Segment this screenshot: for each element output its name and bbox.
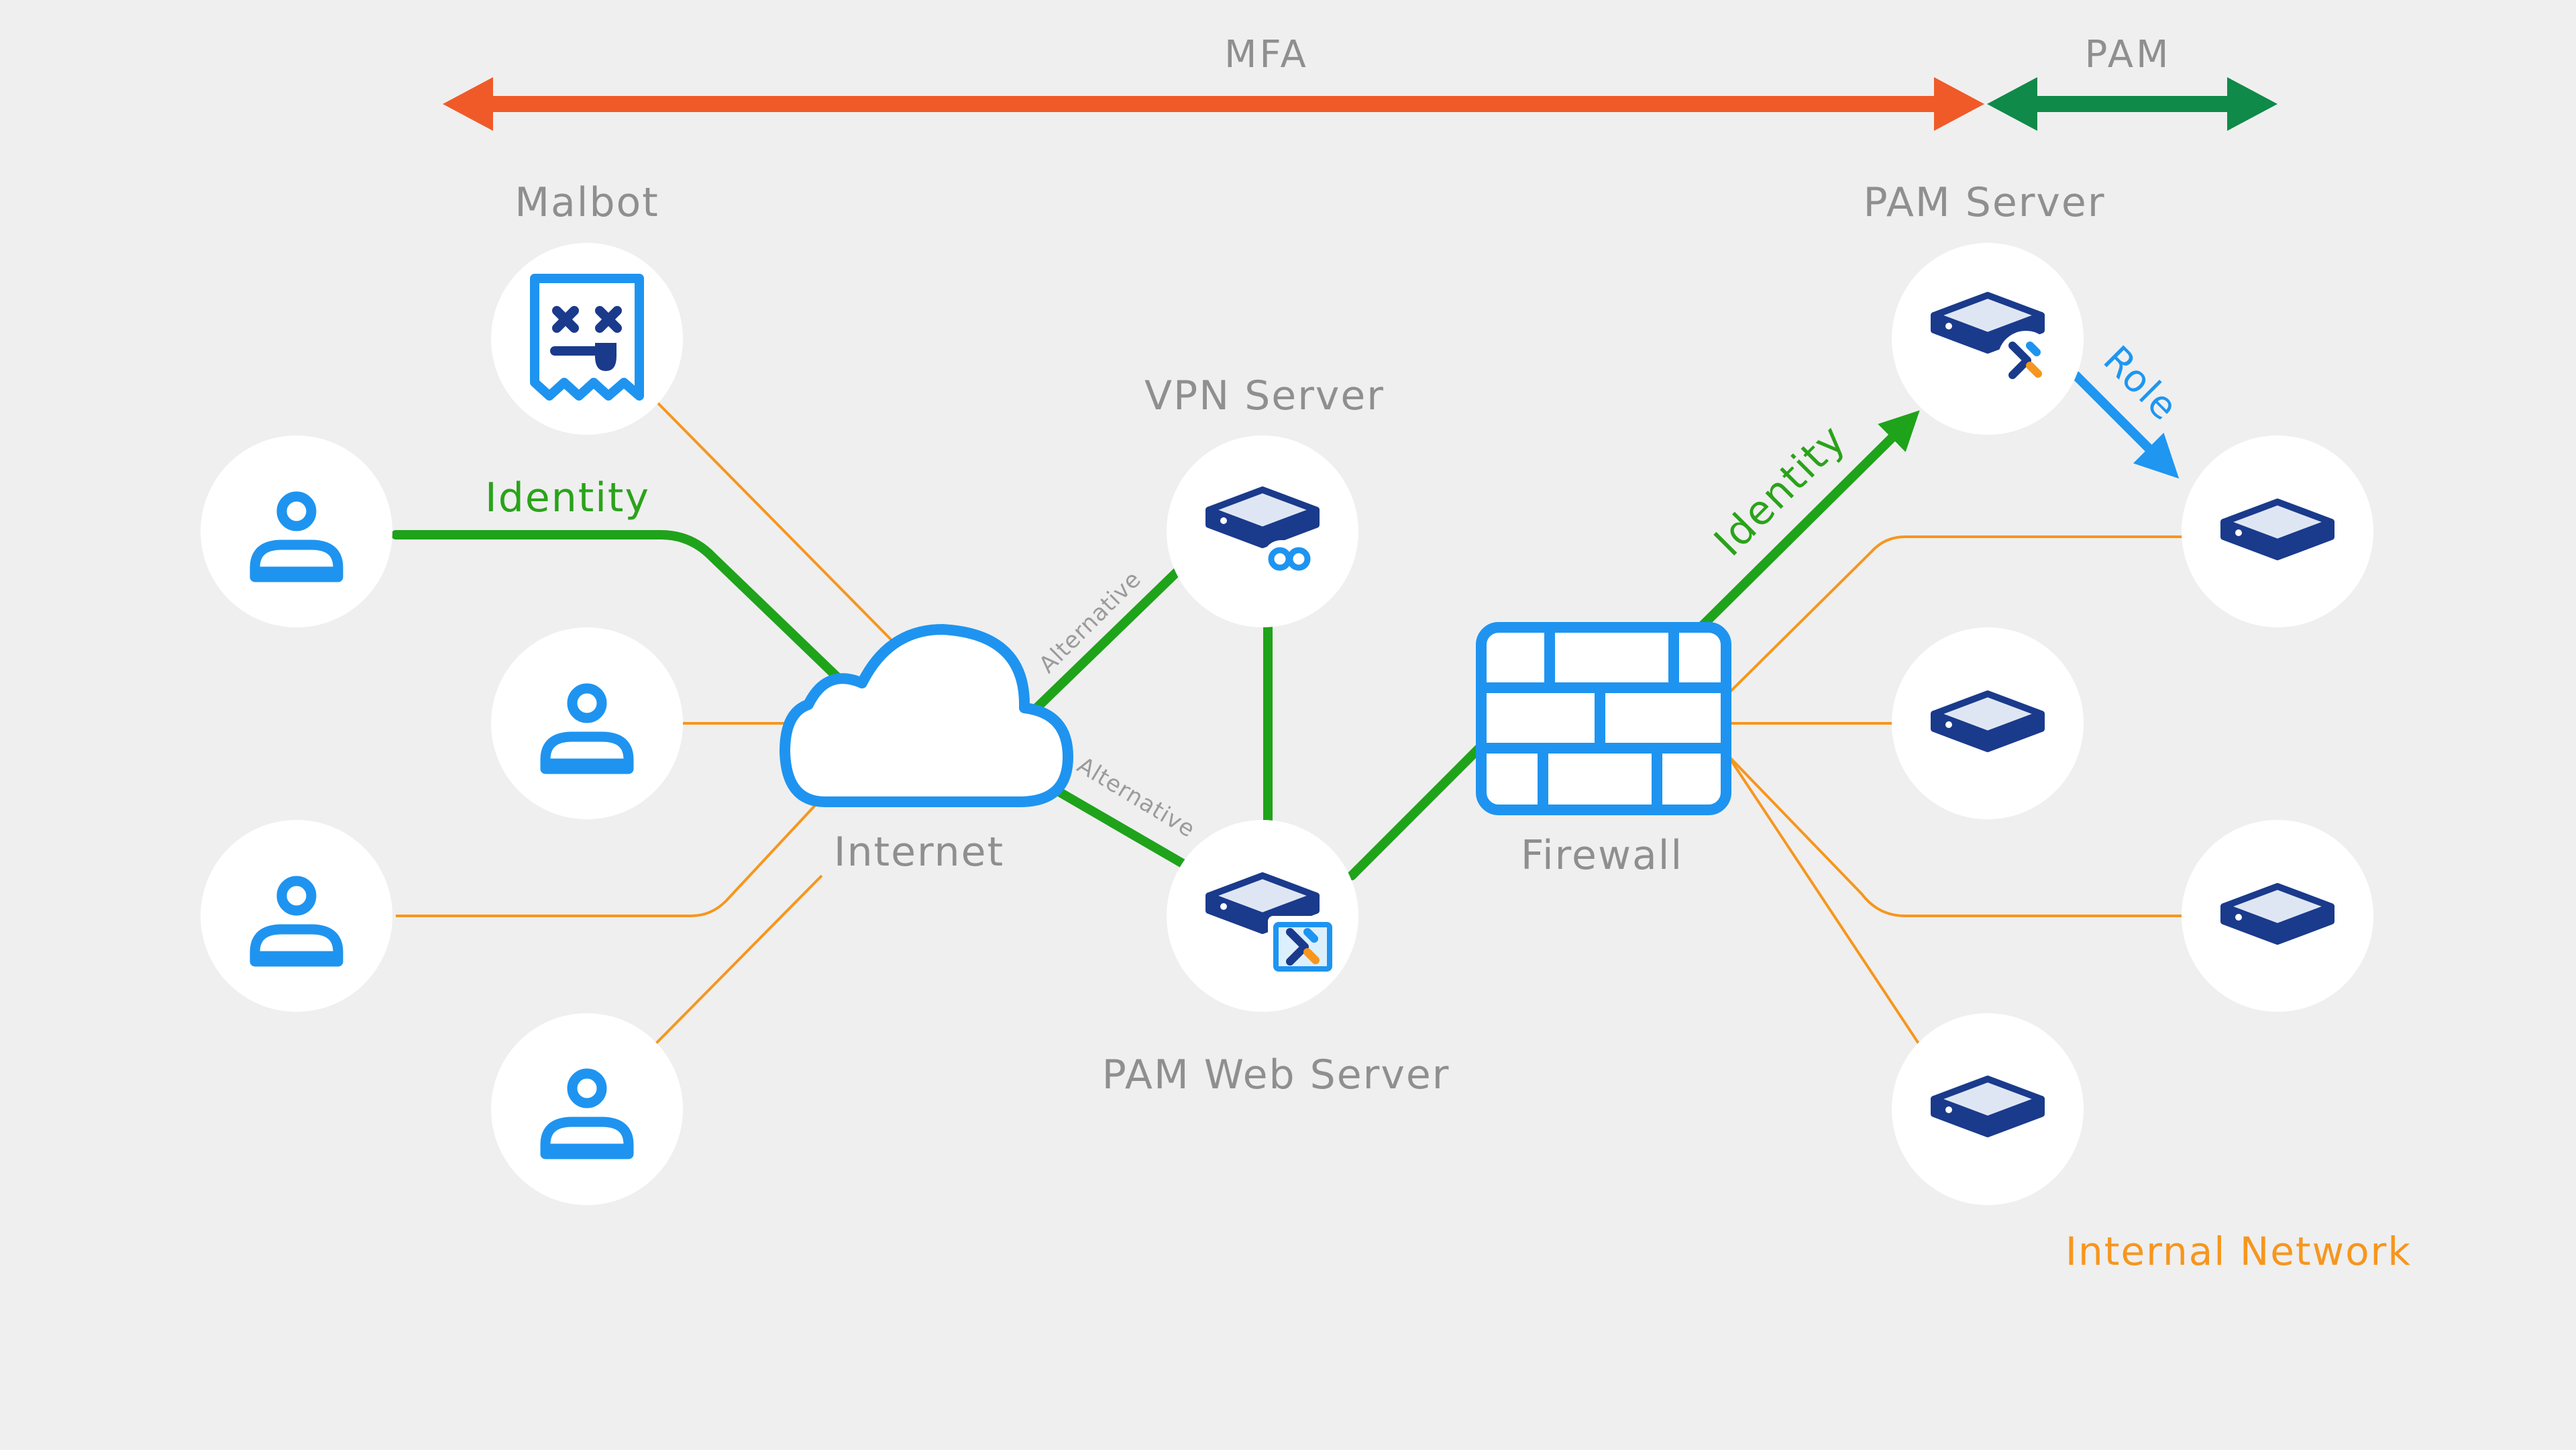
user-node-2[interactable] (491, 627, 683, 819)
link-user3-internet (396, 800, 820, 917)
vpn-server-label: VPN Server (1144, 372, 1385, 419)
link-user4-internet (655, 874, 823, 1045)
pam-server-icon (1934, 295, 2054, 387)
link-firewall-server4 (1726, 754, 1920, 1045)
identity-user-label: Identity (485, 474, 650, 521)
malbot-node[interactable] (491, 243, 683, 435)
pam-server-label: PAM Server (1864, 179, 2106, 226)
malbot-label: Malbot (515, 179, 659, 226)
link-malbot-internet (656, 401, 894, 642)
alternative-pam-web-label: Alternative (1073, 752, 1200, 843)
link-pamweb-firewall (1347, 733, 1494, 880)
identity-links (391, 410, 1920, 880)
internal-links (396, 401, 2184, 1045)
link-firewall-server1 (1726, 535, 2184, 696)
internal-network-label: Internal Network (2065, 1229, 2412, 1274)
user-node-3[interactable] (201, 820, 392, 1012)
internet-label: Internet (834, 829, 1004, 876)
pam-range-bar (1987, 77, 2277, 131)
pam-web-server-icon (1209, 876, 1338, 976)
link-firewall-pamserver (1696, 410, 1920, 632)
link-firewall-server3 (1726, 754, 2184, 917)
user-node-4[interactable] (491, 1013, 683, 1205)
link-internet-pamweb (1049, 784, 1200, 876)
cloud-icon[interactable] (780, 624, 1073, 807)
firewall-icon[interactable] (1476, 622, 1731, 815)
user-node-1[interactable] (201, 435, 392, 627)
mfa-label: MFA (1224, 33, 1309, 76)
role-label: Role (2095, 338, 2187, 429)
mfa-range-bar (443, 77, 1984, 131)
role-arrow (2072, 371, 2180, 479)
link-user1-identity (391, 530, 860, 699)
vpn-server-icon (1209, 490, 1316, 578)
pam-label: PAM (2085, 33, 2171, 76)
link-internet-vpn (1025, 562, 1187, 719)
pam-web-server-label: PAM Web Server (1102, 1051, 1450, 1098)
malbot-icon (530, 274, 644, 401)
firewall-label: Firewall (1521, 832, 1683, 879)
